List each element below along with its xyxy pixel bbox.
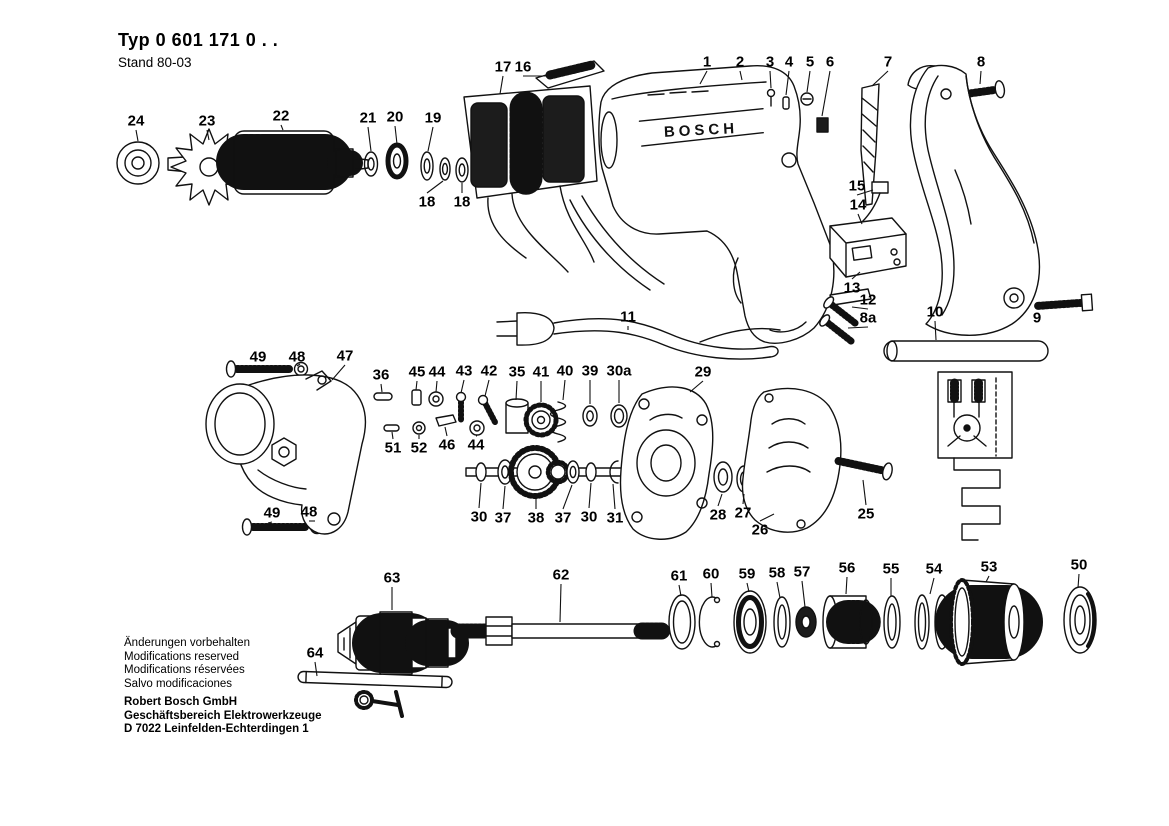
side-handle-rod-64 (297, 670, 453, 689)
wiring-diagram (937, 371, 1013, 541)
motor-housing: BOSCH (598, 64, 835, 344)
drill-bit-7 (860, 83, 880, 206)
stand-date: Stand 80-03 (118, 55, 192, 70)
switch-14 (829, 181, 907, 278)
note-line: Salvo modificaciones (124, 677, 233, 690)
bearing-parts-row (668, 578, 1097, 666)
screw-25 (834, 457, 893, 481)
spindle-62 (450, 616, 673, 646)
type-number: Typ 0 601 171 0 . . (118, 30, 279, 50)
brand-logo: BOSCH (664, 120, 739, 141)
chuck-63 (337, 611, 469, 718)
washers-row (363, 142, 469, 183)
gear-parts-row (373, 389, 628, 443)
company-name: Robert Bosch GmbH (124, 696, 238, 708)
fan-guard-26 (741, 387, 842, 533)
rod-10 (883, 340, 1049, 362)
bearing-24 (116, 141, 160, 185)
screw-9 (1034, 293, 1094, 312)
company-address: D 7022 Leinfelden-Echterdingen 1 (124, 723, 309, 735)
screw-49-top (225, 360, 309, 378)
armature-22 (216, 130, 369, 195)
fan-23 (170, 128, 248, 206)
note-line: Modifications reserved (124, 650, 240, 663)
bearing-plate-29 (619, 386, 714, 540)
gear-shaft-row (465, 445, 623, 499)
note-line: Modifications réservées (124, 664, 245, 676)
handle-shell (907, 64, 1041, 336)
stator-17 (463, 60, 665, 291)
note-line: Änderungen vorbehalten (124, 637, 250, 649)
footer-block: Änderungen vorbehalten Modifications res… (124, 637, 322, 737)
gear-housing-47 (205, 370, 366, 535)
power-cord-11 (496, 311, 781, 360)
brush-parts-3-6 (766, 88, 829, 133)
screws-12-8a (819, 288, 872, 345)
title-block: Typ 0 601 171 0 . . Stand 80-03 (118, 30, 278, 70)
company-division: Geschäftsbereich Elektrowerkzeuge (124, 709, 322, 722)
